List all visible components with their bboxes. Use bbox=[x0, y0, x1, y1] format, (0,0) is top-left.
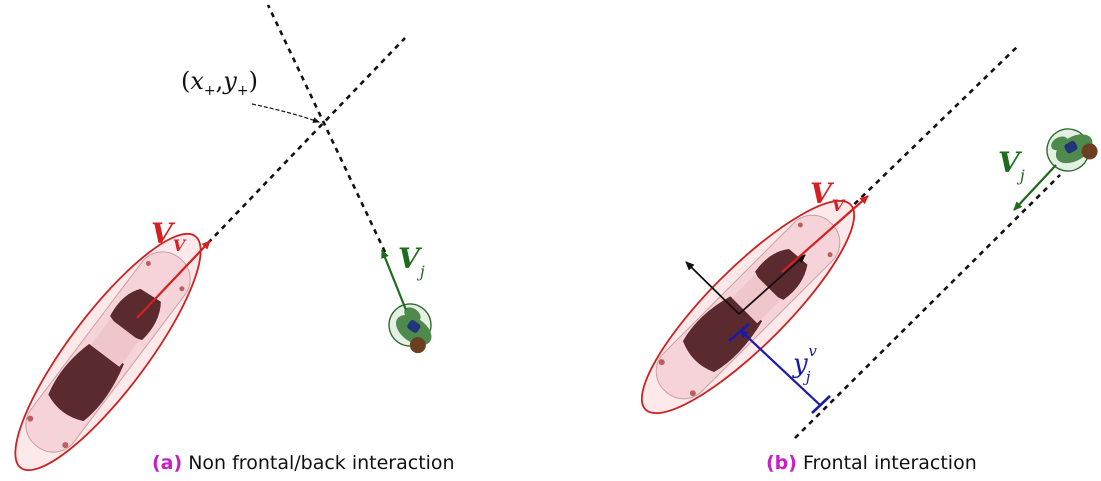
pedestrian-trajectory-line-b bbox=[794, 174, 1061, 439]
vehicle-icon bbox=[0, 211, 228, 481]
intersection-pointer-arrow bbox=[251, 103, 320, 123]
caption-b-tag: (b) bbox=[766, 452, 797, 474]
vehicle-trajectory-line-b bbox=[839, 45, 1019, 219]
vehicle-frame-axis-lateral bbox=[685, 261, 740, 315]
panel-b: VV Vj yjv bbox=[616, 45, 1101, 439]
distance-arrow bbox=[739, 329, 821, 406]
pedestrian-velocity-arrow-b bbox=[1013, 164, 1057, 211]
caption-b-text: Frontal interaction bbox=[802, 452, 977, 474]
vehicle-frame-axis-forward bbox=[738, 254, 806, 315]
panel-a: (x+,y+) VV Vj bbox=[0, 4, 445, 481]
pedestrian-velocity-label-b: Vj bbox=[998, 146, 1025, 185]
pedestrian-velocity-label: Vj bbox=[398, 242, 425, 281]
vehicle-trajectory-line bbox=[207, 37, 406, 244]
pedestrian-icon-b bbox=[1038, 118, 1101, 180]
pedestrian-trajectory-line bbox=[266, 4, 387, 253]
pedestrian-velocity-arrow bbox=[380, 249, 408, 311]
distance-label: yjv bbox=[792, 342, 817, 386]
caption-b: (b)Frontal interaction bbox=[766, 452, 977, 474]
vehicle-velocity-label-b: VV bbox=[810, 177, 846, 215]
intersection-label: (x+,y+) bbox=[181, 67, 258, 99]
vehicle-velocity-arrow bbox=[136, 240, 211, 319]
distance-tick-line bbox=[811, 395, 831, 414]
vehicle-velocity-label: VV bbox=[151, 217, 187, 255]
vehicle-velocity-arrow-b bbox=[781, 195, 869, 273]
caption-a-tag: (a) bbox=[152, 452, 183, 474]
caption-a: (a)Non frontal/back interaction bbox=[152, 452, 455, 474]
pedestrian-icon bbox=[380, 295, 445, 358]
distance-tick-car bbox=[728, 323, 750, 342]
caption-a-text: Non frontal/back interaction bbox=[188, 452, 455, 474]
